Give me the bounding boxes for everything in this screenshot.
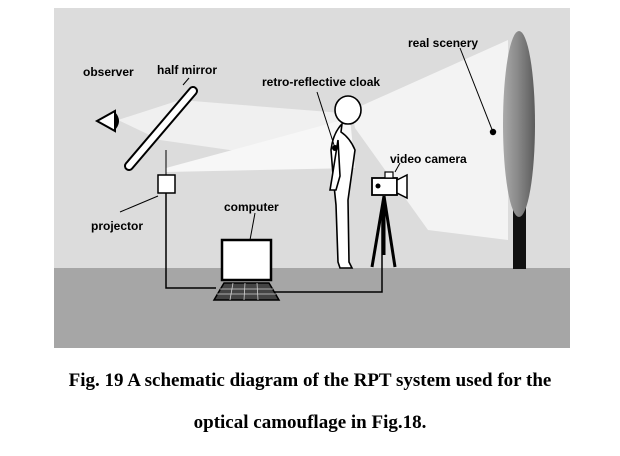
video-camera-label: video camera: [390, 152, 467, 166]
person-arm: [329, 139, 341, 191]
figure-caption-line1: Fig. 19 A schematic diagram of the RPT s…: [68, 370, 552, 391]
cloaked-person: [329, 95, 362, 269]
laptop-keys: [217, 282, 276, 301]
projector-leader-line: [119, 195, 159, 213]
mirror-leader-line: [182, 77, 190, 86]
scenery-light-beam: [352, 40, 508, 240]
half-mirror-label: half mirror: [157, 63, 217, 77]
projector-light-beam: [166, 118, 355, 172]
person-head: [334, 95, 362, 125]
observer-label: observer: [83, 65, 134, 79]
scenery-leader-line: [459, 47, 494, 133]
observer-pupil: [115, 112, 119, 130]
camera-leader-line: [394, 162, 401, 173]
figure-caption-line2: optical camouflage in Fig.18.: [193, 412, 427, 433]
video-camera: [371, 171, 408, 200]
computer-label: computer: [224, 200, 279, 214]
real-scenery-label: real scenery: [408, 36, 478, 50]
laptop-keyboard: [212, 282, 281, 301]
camera-tripod: [370, 195, 397, 268]
laptop-screen: [220, 238, 273, 282]
camera-cable: [272, 205, 383, 293]
half-mirror: [126, 88, 196, 169]
computer-leader-line: [249, 212, 256, 241]
retro-reflective-cloak-label: retro-reflective cloak: [262, 75, 380, 89]
ground-area: [54, 268, 570, 348]
scenery-tree-trunk: [513, 205, 526, 269]
scenery-tree: [503, 31, 535, 217]
projector-cable: [165, 193, 216, 289]
projector-label: projector: [91, 219, 143, 233]
cloak-leader-line: [316, 91, 336, 149]
projector-box: [157, 174, 176, 194]
